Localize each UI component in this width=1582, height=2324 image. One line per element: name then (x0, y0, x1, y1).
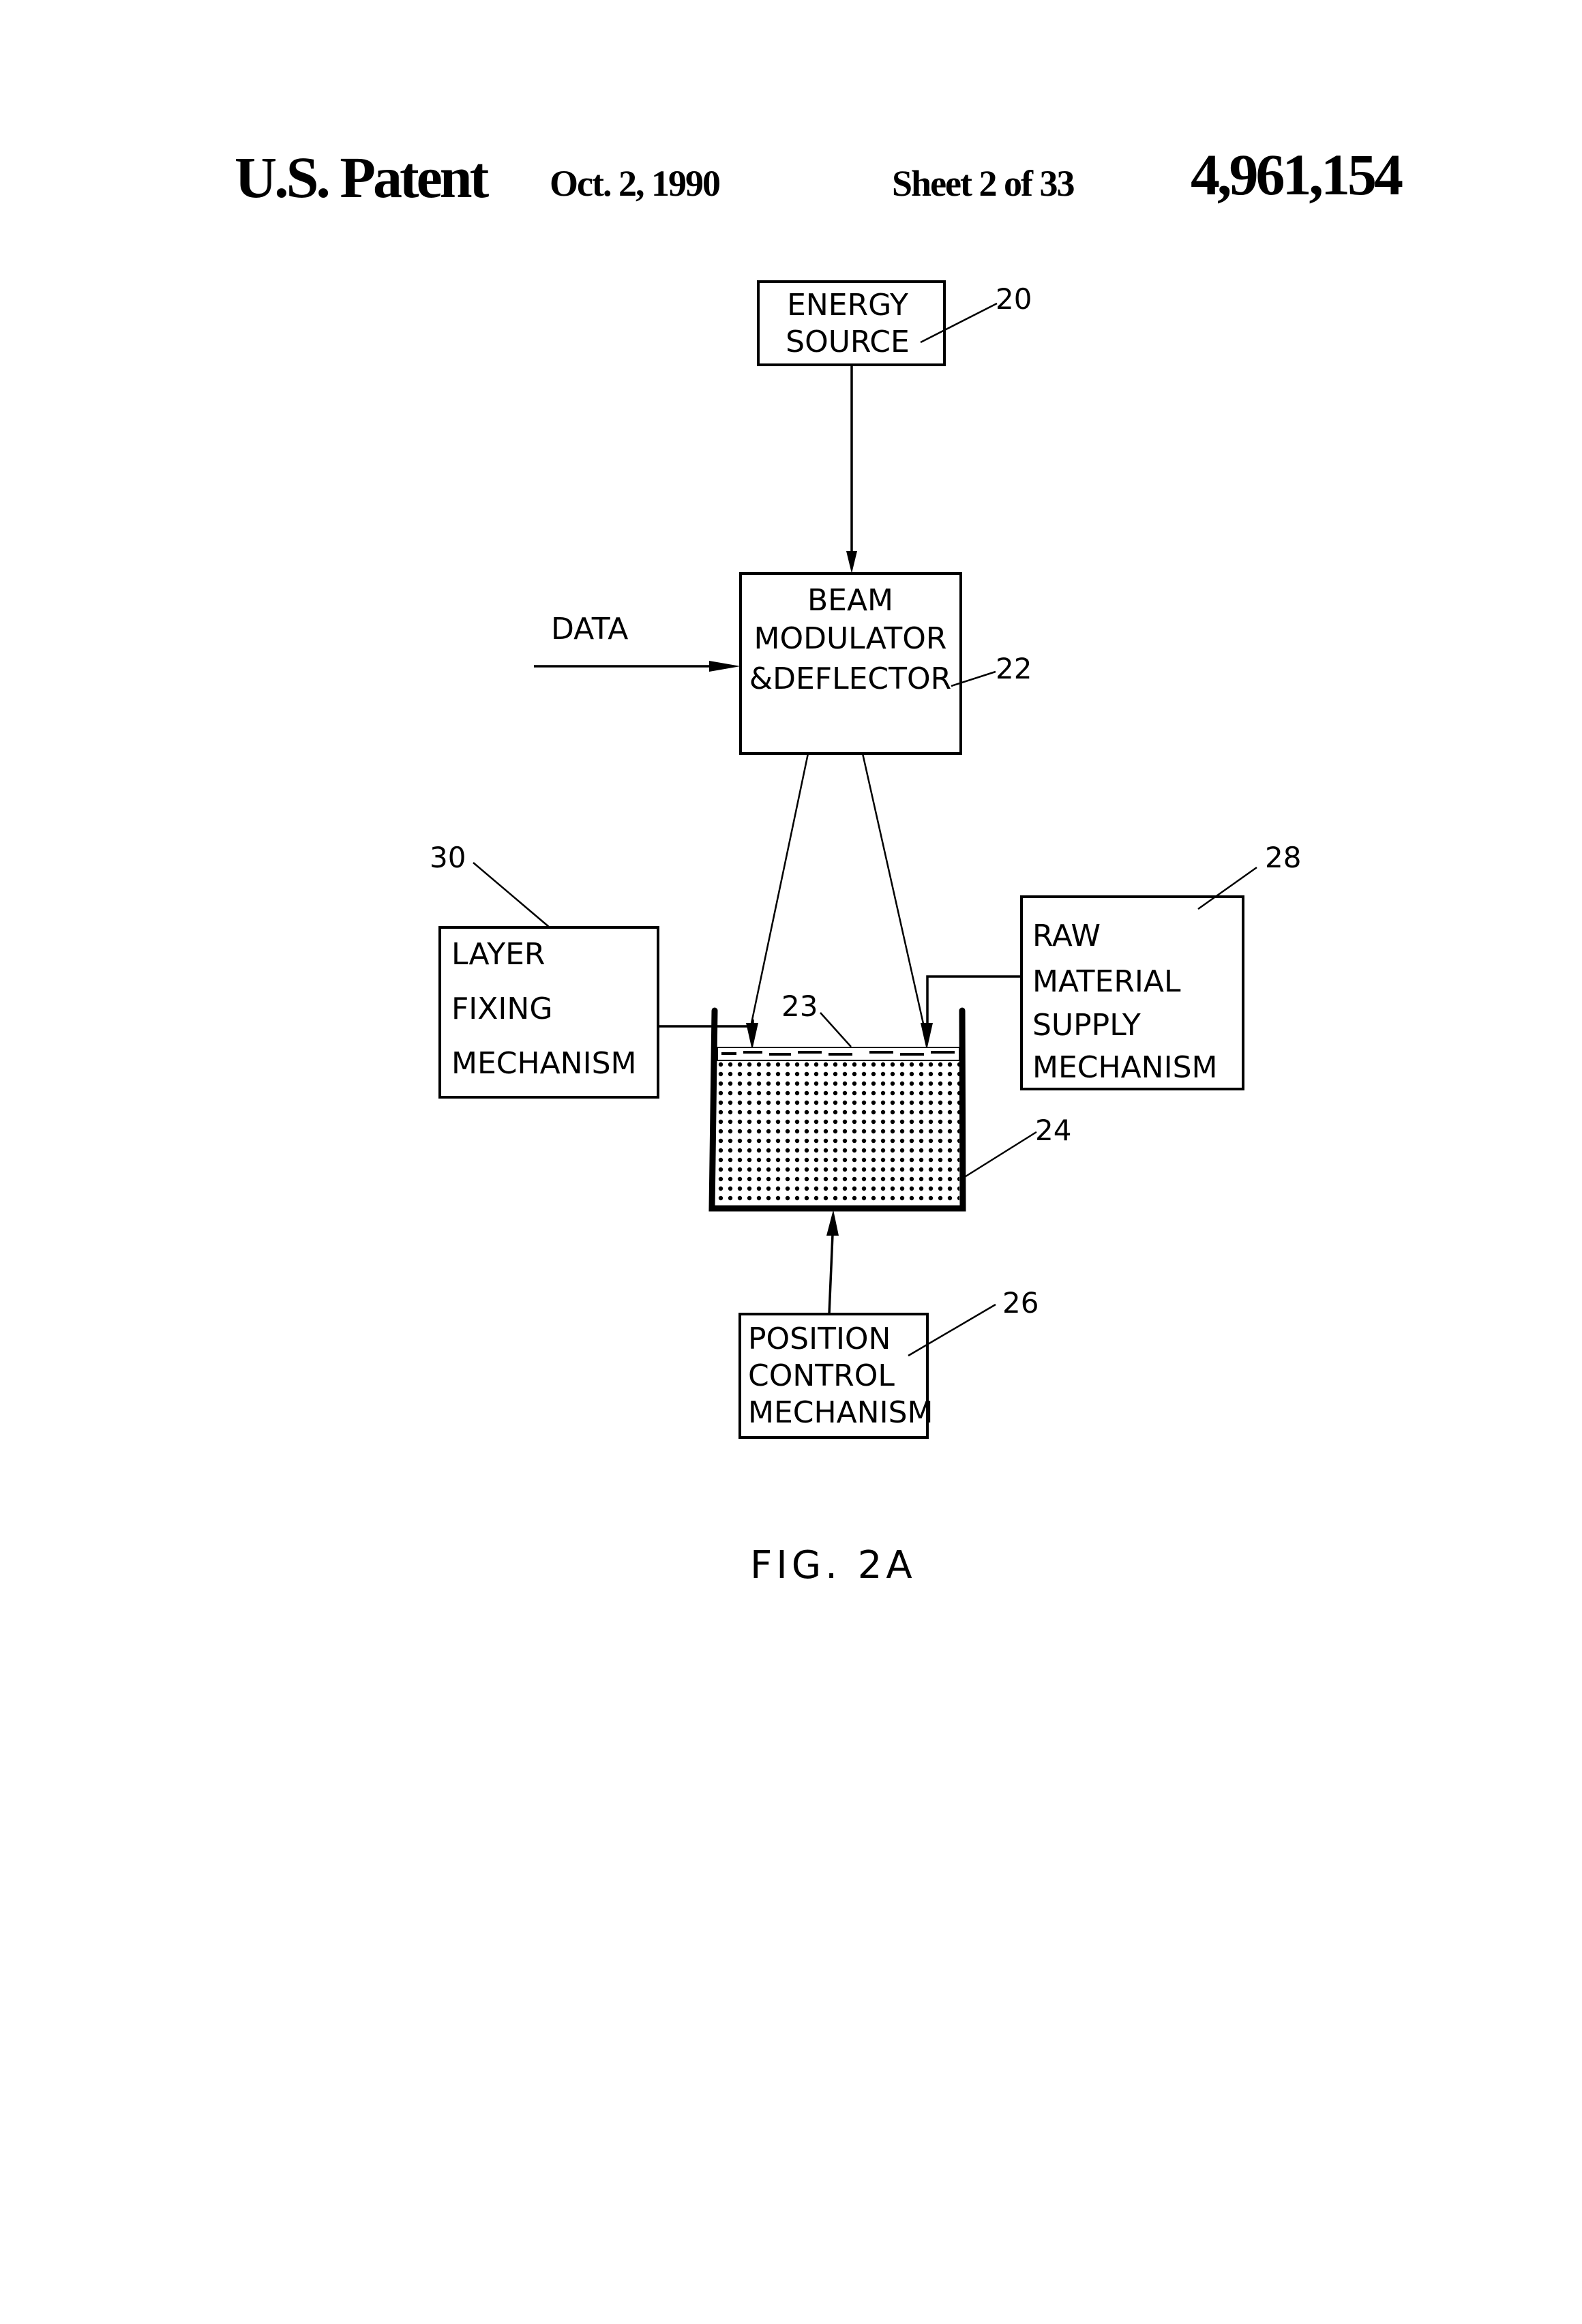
raw-material-label-line3: SUPPLY (1032, 1008, 1141, 1043)
vat-liquid (717, 1060, 959, 1205)
arrowhead-right-icon (709, 661, 741, 672)
position-control-block: POSITION CONTROL MECHANISM 26 (740, 1286, 1039, 1437)
ref-number-22: 22 (996, 652, 1032, 685)
position-control-label-line1: POSITION (748, 1322, 891, 1356)
energy-source-block: ENERGY SOURCE 20 (758, 282, 1032, 365)
ref-leader-22 (951, 672, 996, 686)
layer-fixing-block: LAYER FIXING MECHANISM 30 (430, 841, 658, 1097)
arrowhead-down-icon (921, 1023, 933, 1050)
figure-caption: FIG. 2A (750, 1543, 916, 1588)
arrowhead-down-icon (746, 1023, 758, 1050)
raw-material-connector (927, 977, 1021, 1026)
position-control-label-line3: MECHANISM (748, 1395, 933, 1430)
ref-leader-28 (1198, 867, 1257, 909)
vat: 23 24 (712, 989, 1071, 1208)
ref-number-28: 28 (1265, 841, 1301, 874)
ref-leader-26 (908, 1305, 996, 1356)
ref-number-26: 26 (1002, 1286, 1039, 1320)
ref-leader-20 (921, 303, 997, 342)
ref-number-20: 20 (996, 282, 1032, 316)
layer-fixing-label-line3: MECHANISM (451, 1046, 636, 1081)
energy-source-label-line2: SOURCE (786, 325, 910, 359)
beam-modulator-label-line3: &DEFLECTOR (749, 661, 951, 696)
ref-leader-24 (964, 1132, 1036, 1178)
arrowhead-down-icon (846, 551, 857, 573)
data-input-label: DATA (551, 612, 628, 646)
ref-number-23: 23 (781, 989, 818, 1023)
ref-leader-23 (820, 1013, 851, 1047)
ref-number-24: 24 (1035, 1114, 1071, 1147)
energy-source-label-line1: ENERGY (787, 288, 908, 323)
raw-material-label-line1: RAW (1032, 919, 1101, 953)
raw-material-label-line2: MATERIAL (1032, 964, 1181, 999)
beam-left-line (750, 754, 808, 1030)
beam-modulator-block: BEAM MODULATOR &DEFLECTOR 22 (741, 573, 1032, 754)
ref-number-30: 30 (430, 841, 466, 874)
layer-fixing-label-line2: FIXING (451, 992, 552, 1026)
position-control-label-line2: CONTROL (748, 1358, 895, 1393)
beam-right-line (863, 754, 925, 1030)
raw-material-label-line4: MECHANISM (1032, 1050, 1217, 1085)
layer-fixing-connector-horizontal (658, 1023, 753, 1026)
raw-material-block: RAW MATERIAL SUPPLY MECHANISM 28 (1021, 841, 1301, 1089)
ref-leader-30 (473, 863, 550, 927)
beam-modulator-label-line1: BEAM (807, 583, 893, 618)
arrowhead-up-icon (826, 1210, 839, 1236)
beam-modulator-label-line2: MODULATOR (754, 621, 947, 656)
layer-fixing-label-line1: LAYER (451, 937, 545, 972)
position-to-vat-line (829, 1234, 833, 1314)
